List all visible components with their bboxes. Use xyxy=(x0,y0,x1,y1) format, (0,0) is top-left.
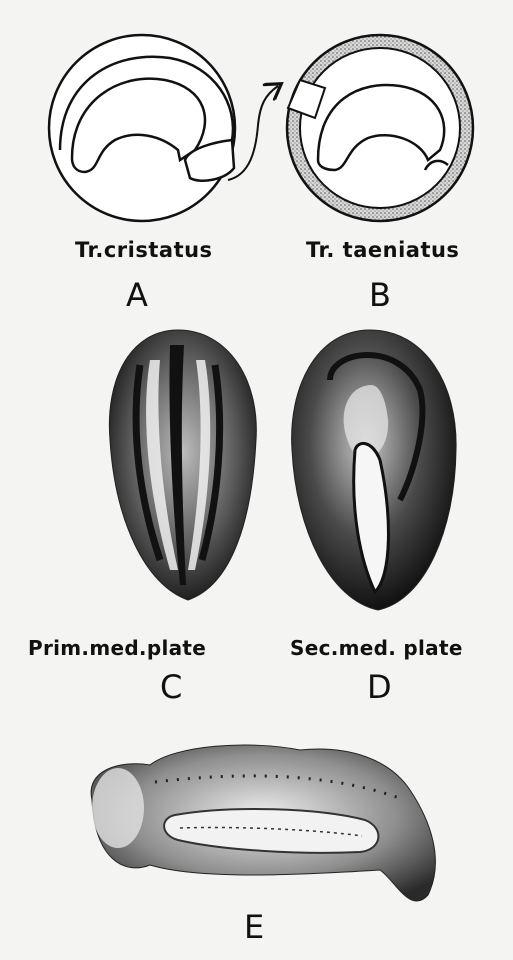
label-panel-b: B xyxy=(369,276,391,314)
label-panel-a: A xyxy=(126,276,148,314)
caption-panel-d: Sec.med. plate xyxy=(290,636,463,660)
panel-d-secondary-plate xyxy=(292,330,456,610)
label-panel-c: C xyxy=(160,668,182,706)
label-panel-d: D xyxy=(367,668,392,706)
panel-c-neural-plate xyxy=(109,330,256,600)
label-panel-e: E xyxy=(244,908,264,946)
panel-a-gastrula xyxy=(49,35,235,221)
panel-e-embryo xyxy=(91,745,435,901)
caption-panel-b: Tr. taeniatus xyxy=(306,238,459,262)
caption-panel-c: Prim.med.plate xyxy=(28,636,206,660)
caption-panel-a: Tr.cristatus xyxy=(75,238,213,262)
panel-b-gastrula xyxy=(287,35,473,221)
